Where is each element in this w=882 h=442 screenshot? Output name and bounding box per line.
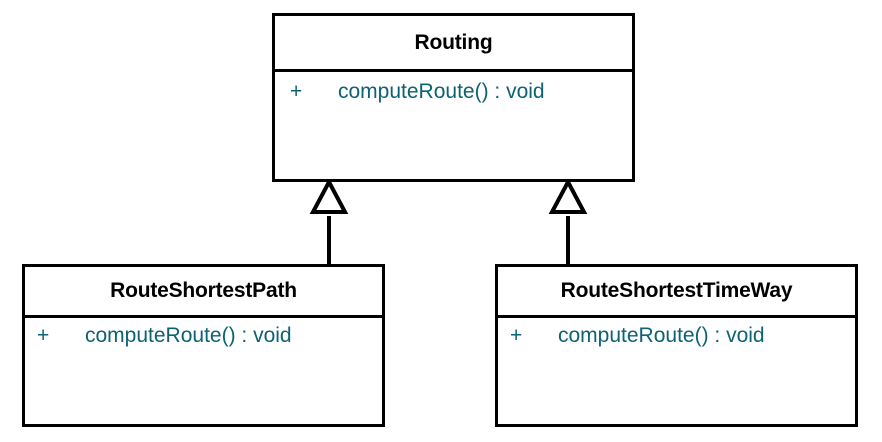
uml-operation-row[interactable]: + computeRoute() : void xyxy=(510,324,765,348)
uml-operations-compartment-routing: + computeRoute() : void xyxy=(275,72,632,179)
hollow-triangle-arrowhead-icon xyxy=(548,177,588,214)
uml-class-name-route-shortest-time-way: RouteShortestTimeWay xyxy=(498,267,855,318)
operation-signature: computeRoute() : void xyxy=(558,324,765,347)
uml-class-name-route-shortest-path: RouteShortestPath xyxy=(25,267,382,318)
uml-class-route-shortest-path[interactable]: RouteShortestPath + computeRoute() : voi… xyxy=(22,264,385,427)
hollow-triangle-arrowhead-icon xyxy=(309,177,349,214)
uml-class-route-shortest-time-way[interactable]: RouteShortestTimeWay + computeRoute() : … xyxy=(495,264,858,427)
generalization-edge-route-shortest-time-way[interactable] xyxy=(536,177,600,270)
operation-signature: computeRoute() : void xyxy=(85,324,292,347)
generalization-edge-route-shortest-path[interactable] xyxy=(297,177,361,270)
visibility-marker: + xyxy=(37,324,50,347)
uml-operations-compartment-route-shortest-time-way: + computeRoute() : void xyxy=(498,318,855,424)
uml-class-name-routing: Routing xyxy=(275,16,632,72)
uml-class-routing[interactable]: Routing + computeRoute() : void xyxy=(272,13,635,182)
uml-operation-row[interactable]: + computeRoute() : void xyxy=(37,324,292,348)
uml-operation-row[interactable]: + computeRoute() : void xyxy=(290,80,545,104)
visibility-marker: + xyxy=(510,324,523,347)
visibility-marker: + xyxy=(290,80,303,103)
operation-signature: computeRoute() : void xyxy=(338,80,545,103)
uml-operations-compartment-route-shortest-path: + computeRoute() : void xyxy=(25,318,382,424)
